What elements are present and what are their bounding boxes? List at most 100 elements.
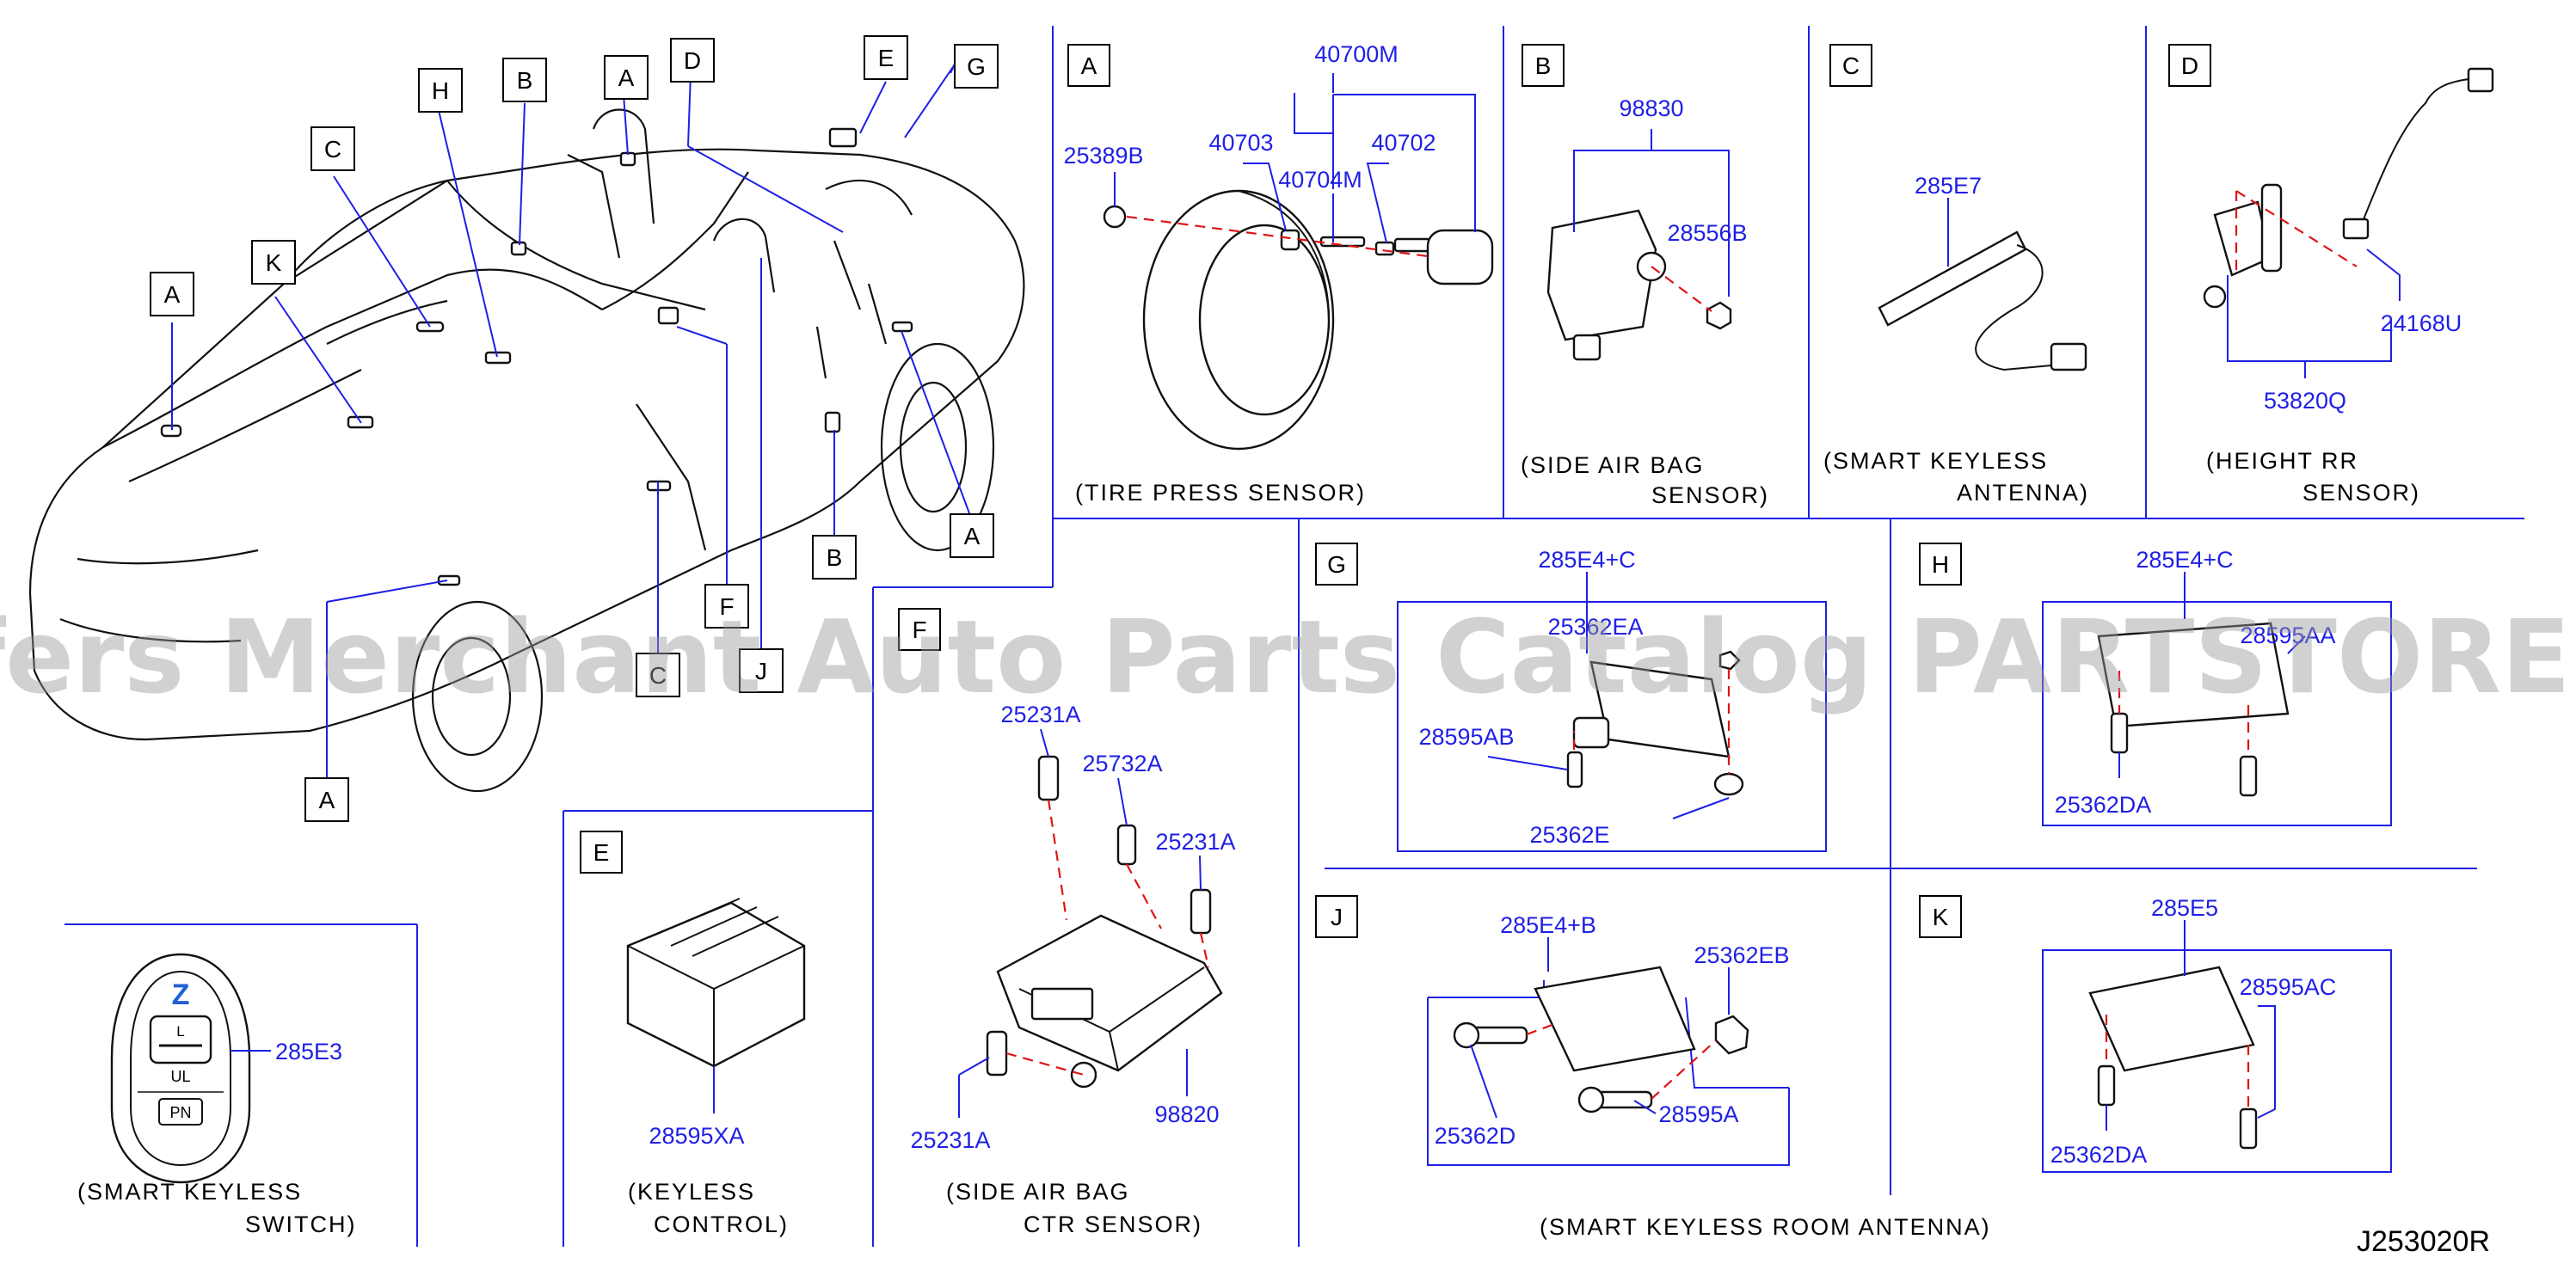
part-number-label: 285E7 (1915, 173, 1982, 199)
part-number-label: 285E3 (275, 1039, 342, 1064)
z-logo: Z (172, 978, 190, 1011)
callout-letter: A (1081, 52, 1097, 79)
car-callout-b-2: B (812, 535, 857, 580)
callout-letter: A (164, 281, 181, 308)
callout-letter: F (719, 593, 734, 620)
part-number-label: 285E4+C (2136, 547, 2233, 573)
part-number-label: 285E4+B (1500, 912, 1596, 938)
callout-letter: K (1933, 904, 1949, 930)
car-callout-boxes: A K C H B A D E G A B F J C A (150, 35, 999, 822)
callout-letter: D (2181, 52, 2198, 79)
part-number-label: 25362E (1529, 822, 1609, 848)
panel-d-height-rr-sensor: D 24168U 53820Q (HEIGHT RR SENSOR) (2168, 44, 2494, 506)
callout-letter: E (878, 45, 895, 71)
panel-f-side-air-bag-ctr-sensor: F 25231A 25732A 25231A 98820 25231A (SID… (898, 608, 1236, 1237)
caption-label: CTR SENSOR) (1024, 1212, 1202, 1237)
part-number-label: 25231A (910, 1127, 990, 1153)
callout-letter: B (1535, 52, 1552, 79)
callout-letter: H (1932, 551, 1949, 578)
callout-letter: A (964, 523, 981, 549)
callout-letter: K (266, 249, 282, 276)
label: UL (170, 1068, 190, 1085)
part-number-label: 28595A (1658, 1101, 1738, 1127)
caption-label: (SMART KEYLESS (1823, 448, 2048, 474)
car-callout-a-2: A (604, 55, 649, 100)
part-number-label: 25362EA (1547, 614, 1643, 640)
panel-e-keyless-control: E 28595XA (KEYLESS CONTROL) (580, 831, 806, 1237)
callout-letter: B (827, 544, 843, 571)
caption-label: (KEYLESS (628, 1179, 755, 1205)
callout-letter: D (684, 47, 701, 74)
caption-label: (SIDE AIR BAG (946, 1179, 1130, 1205)
car-callout-a-3: A (950, 513, 994, 558)
callout-letter: G (967, 53, 986, 80)
car-callout-a-1: A (150, 272, 194, 316)
callout-letter: G (1327, 551, 1346, 578)
caption-label: ANTENNA) (1957, 480, 2089, 506)
car-callout-h: H (418, 68, 463, 113)
panel-h-room-antenna: H 285E4+C 28595AA 25362DA (1919, 543, 2392, 826)
part-number-label: 40704M (1278, 167, 1362, 193)
part-number-label: 28595AC (2240, 974, 2337, 1000)
callout-letter: F (912, 617, 926, 643)
callout-letter: J (755, 658, 767, 684)
caption-label: SWITCH) (245, 1212, 356, 1237)
car-callout-g: G (954, 44, 999, 89)
callout-letter: B (517, 67, 533, 94)
part-number-label: 25231A (1155, 829, 1235, 855)
car-callout-f: F (704, 584, 749, 629)
watermark-text: Offers Merchant Auto Parts Catalog PARTS… (0, 598, 2576, 716)
part-number-label: 25362EB (1694, 942, 1789, 968)
panel-g-room-antenna: G 285E4+C 25362EA 28595AB 25362E (1315, 543, 1827, 852)
panel-smart-keyless-switch: Z L UL PN 285E3 (SMART KEYLESS SWITCH) (77, 953, 356, 1237)
part-number-label: 40702 (1371, 130, 1436, 156)
part-number-label: 28595AB (1418, 724, 1514, 750)
panel-c-smart-keyless-antenna: C 285E7 (SMART KEYLESS ANTENNA) (1823, 44, 2089, 506)
callout-letter: H (432, 77, 449, 104)
part-number-label: 98830 (1619, 95, 1683, 121)
callout-letter: C (324, 136, 341, 163)
panel-j-room-antenna: J 285E4+B 25362EB 25362D 28595A (1315, 895, 1790, 1166)
panel-dividers (65, 26, 2524, 1247)
car-callout-c: C (310, 126, 355, 171)
part-number-label: 53820Q (2264, 388, 2346, 414)
part-number-label: 28556B (1667, 220, 1747, 246)
panel-b-side-air-bag-sensor: B 98830 28556B (SIDE AIR BAG SENSOR) (1521, 44, 1769, 508)
part-number-label: 285E5 (2151, 895, 2218, 921)
label: PN (169, 1104, 191, 1121)
car-callout-b-1: B (502, 58, 547, 102)
part-number-label: 25231A (1000, 702, 1080, 727)
panel-k-room-antenna: K 285E5 28595AC 25362DA (1919, 895, 2392, 1173)
part-number-label: 25732A (1082, 751, 1162, 776)
callout-letter: A (319, 787, 335, 813)
car-callout-j: J (739, 648, 784, 693)
callout-letter: C (649, 662, 667, 689)
car-callout-e: E (864, 35, 908, 80)
part-number-label: 24168U (2381, 310, 2462, 336)
callout-letter: J (1331, 904, 1343, 930)
diagram-id: J253020R (2357, 1225, 2490, 1258)
label: L (176, 1023, 184, 1040)
room-antenna-caption: (SMART KEYLESS ROOM ANTENNA) (1540, 1214, 1991, 1240)
caption-label: CONTROL) (654, 1212, 789, 1237)
callout-letter: C (1842, 52, 1860, 79)
car-callout-k: K (251, 240, 296, 285)
part-number-label: 25362DA (2050, 1142, 2148, 1168)
callout-letter: E (593, 839, 610, 866)
part-number-label: 28595AA (2240, 623, 2335, 648)
caption-label: (HEIGHT RR (2206, 448, 2358, 474)
part-number-label: 40703 (1208, 130, 1273, 156)
part-number-label: 285E4+C (1538, 547, 1635, 573)
part-number-label: 28595XA (649, 1123, 744, 1149)
caption-label: (SIDE AIR BAG (1521, 452, 1705, 478)
caption-label: SENSOR) (2302, 480, 2420, 506)
caption-label: SENSOR) (1651, 482, 1769, 508)
car-callout-leaders (171, 64, 973, 782)
car-callout-a-4: A (304, 777, 349, 822)
car-callout-d: D (670, 38, 715, 83)
part-number-label: 40700M (1314, 41, 1399, 67)
part-number-label: 25362DA (2055, 792, 2152, 818)
panel-a-tire-press-sensor: A 40700M 25389B 40703 40704M 40702 (TIRE… (1063, 41, 1494, 506)
